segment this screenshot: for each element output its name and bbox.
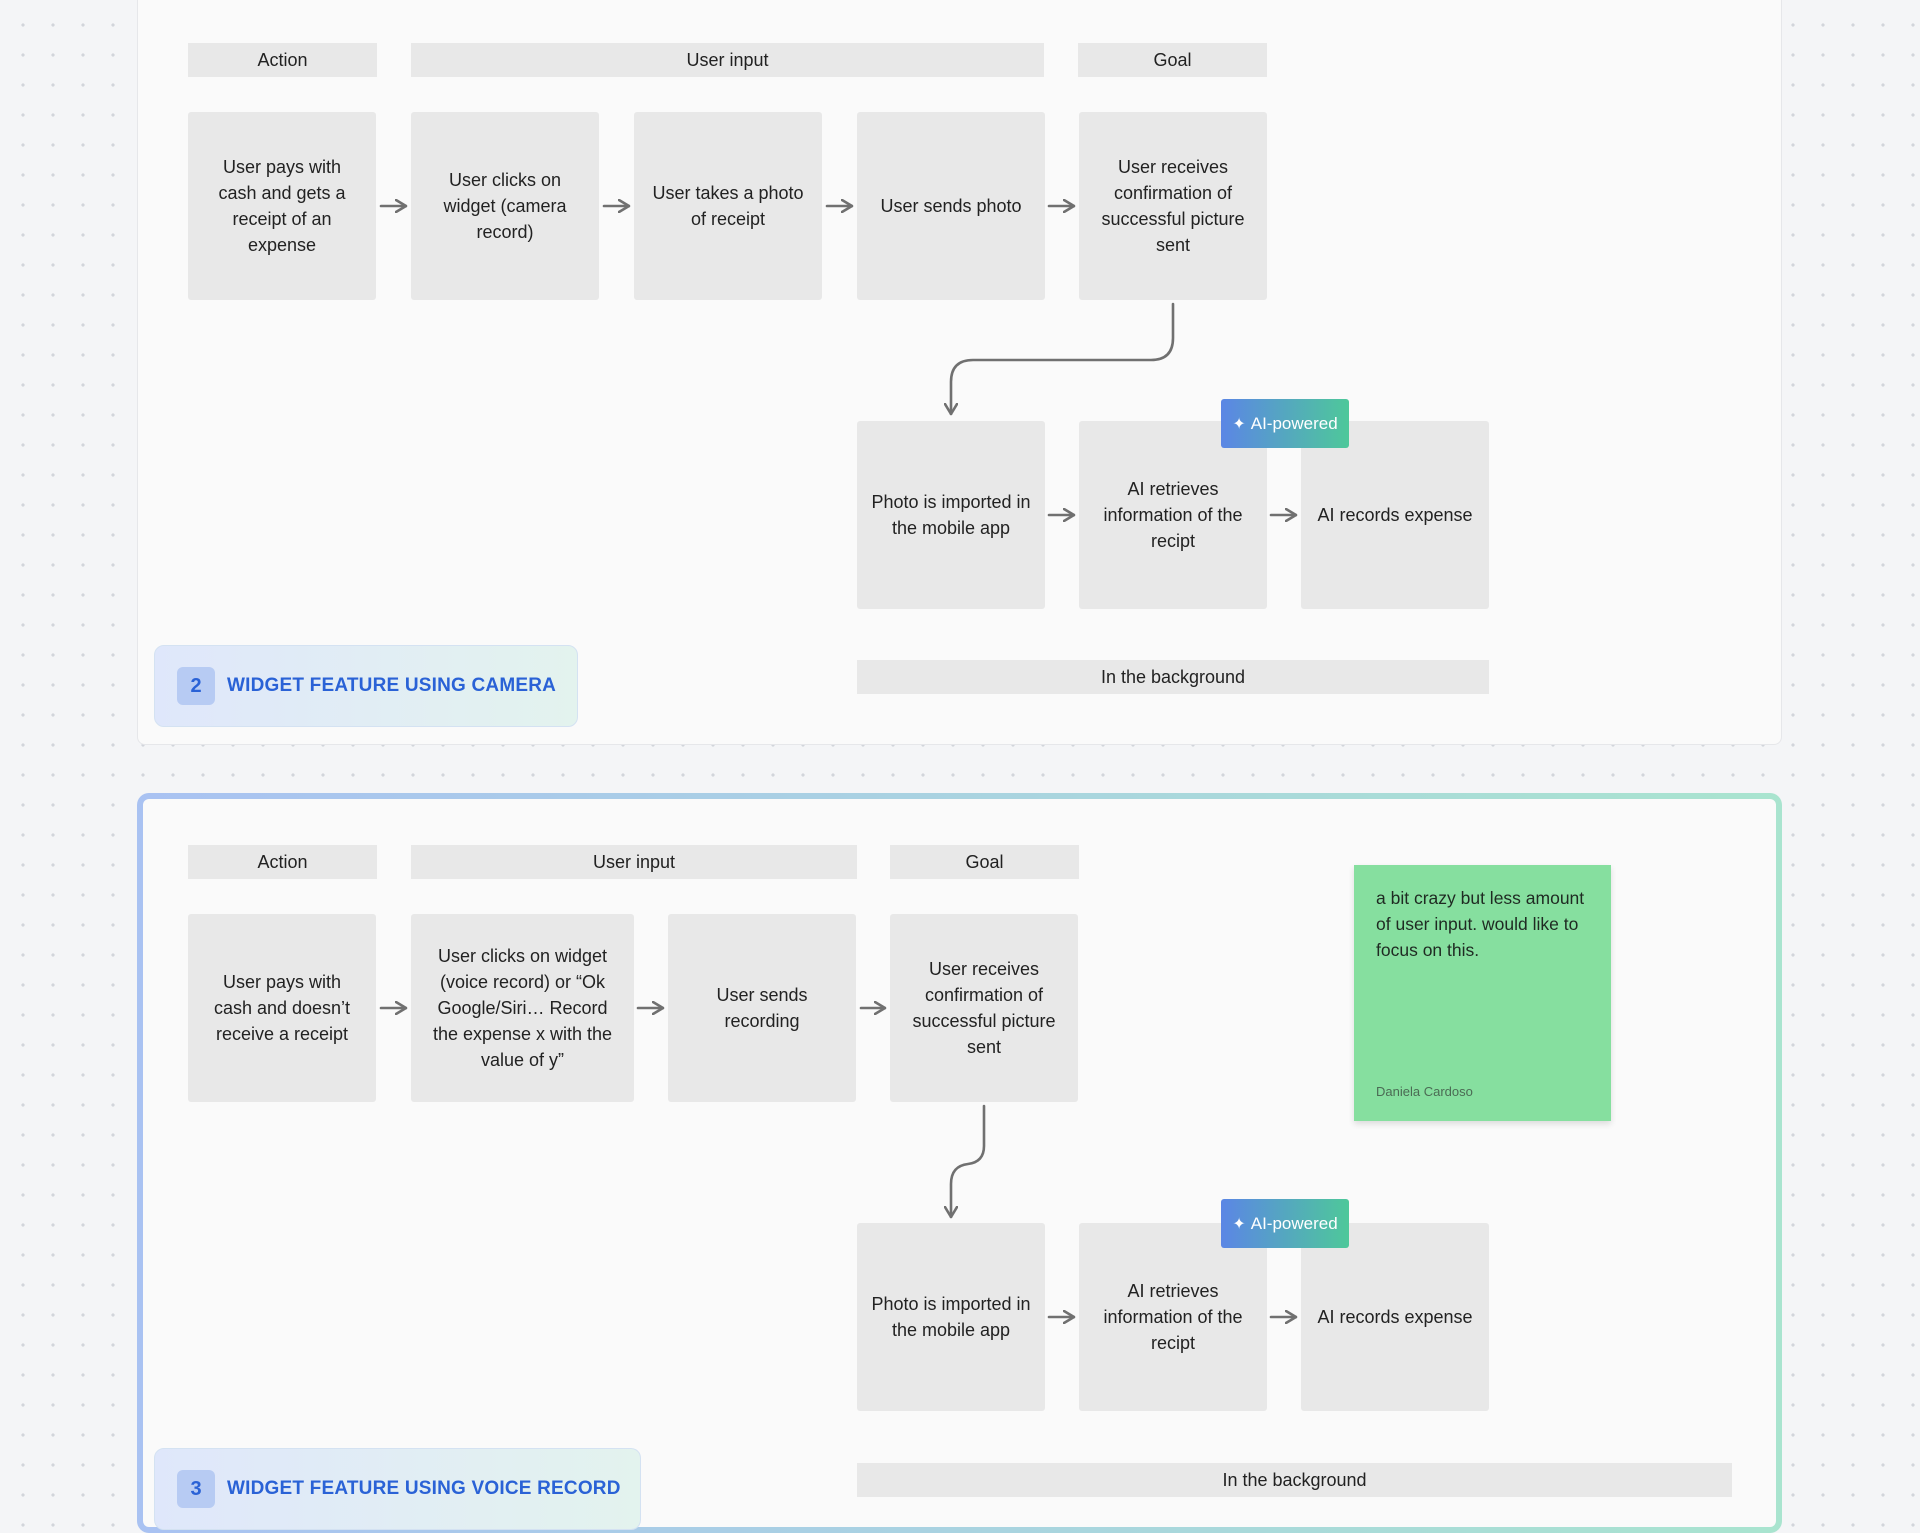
- section-label-camera: 2 WIDGET FEATURE USING CAMERA: [154, 645, 578, 727]
- background-label: In the background: [857, 1463, 1732, 1497]
- flow-step-ai-records[interactable]: AI records expense: [1301, 1223, 1489, 1411]
- flow-step-take-photo[interactable]: User takes a photo of receipt: [634, 112, 822, 300]
- header-goal: Goal: [1078, 43, 1267, 77]
- ai-powered-badge: ✦ AI-powered: [1221, 399, 1349, 448]
- flow-step-receive-confirmation[interactable]: User receives confirmation of successful…: [890, 914, 1078, 1102]
- flow-step-pay-no-receipt[interactable]: User pays with cash and doesn’t receive …: [188, 914, 376, 1102]
- flow-step-send-photo[interactable]: User sends photo: [857, 112, 1045, 300]
- ai-powered-label: AI-powered: [1250, 413, 1338, 433]
- flow-step-pay-with-cash[interactable]: User pays with cash and gets a receipt o…: [188, 112, 376, 300]
- flow-step-ai-retrieves[interactable]: AI retrieves information of the recipt: [1079, 1223, 1267, 1411]
- flow-step-click-voice-widget[interactable]: User clicks on widget (voice record) or …: [411, 914, 634, 1102]
- section-label-voice: 3 WIDGET FEATURE USING VOICE RECORD: [154, 1448, 641, 1530]
- flow-step-photo-imported[interactable]: Photo is imported in the mobile app: [857, 421, 1045, 609]
- header-user-input: User input: [411, 43, 1044, 77]
- header-user-input: User input: [411, 845, 857, 879]
- header-action: Action: [188, 43, 377, 77]
- background-label: In the background: [857, 660, 1489, 694]
- ai-powered-badge: ✦ AI-powered: [1221, 1199, 1349, 1248]
- section-number-badge: 2: [177, 667, 215, 705]
- sticky-note-text: a bit crazy but less amount of user inpu…: [1376, 888, 1585, 960]
- flow-step-send-recording[interactable]: User sends recording: [668, 914, 856, 1102]
- header-goal: Goal: [890, 845, 1079, 879]
- flow-step-ai-retrieves[interactable]: AI retrieves information of the recipt: [1079, 421, 1267, 609]
- sticky-note-author: Daniela Cardoso: [1376, 1084, 1473, 1099]
- sticky-note[interactable]: a bit crazy but less amount of user inpu…: [1354, 865, 1611, 1121]
- flow-step-photo-imported[interactable]: Photo is imported in the mobile app: [857, 1223, 1045, 1411]
- sparkle-icon: ✦: [1232, 1215, 1246, 1233]
- flow-step-receive-confirmation[interactable]: User receives confirmation of successful…: [1079, 112, 1267, 300]
- section-title: WIDGET FEATURE USING VOICE RECORD: [227, 1478, 621, 1499]
- sparkle-icon: ✦: [1232, 415, 1246, 433]
- flow-step-click-widget[interactable]: User clicks on widget (camera record): [411, 112, 599, 300]
- section-title: WIDGET FEATURE USING CAMERA: [227, 675, 557, 696]
- section-number-badge: 3: [177, 1470, 215, 1508]
- ai-powered-label: AI-powered: [1250, 1213, 1338, 1233]
- header-action: Action: [188, 845, 377, 879]
- flow-step-ai-records[interactable]: AI records expense: [1301, 421, 1489, 609]
